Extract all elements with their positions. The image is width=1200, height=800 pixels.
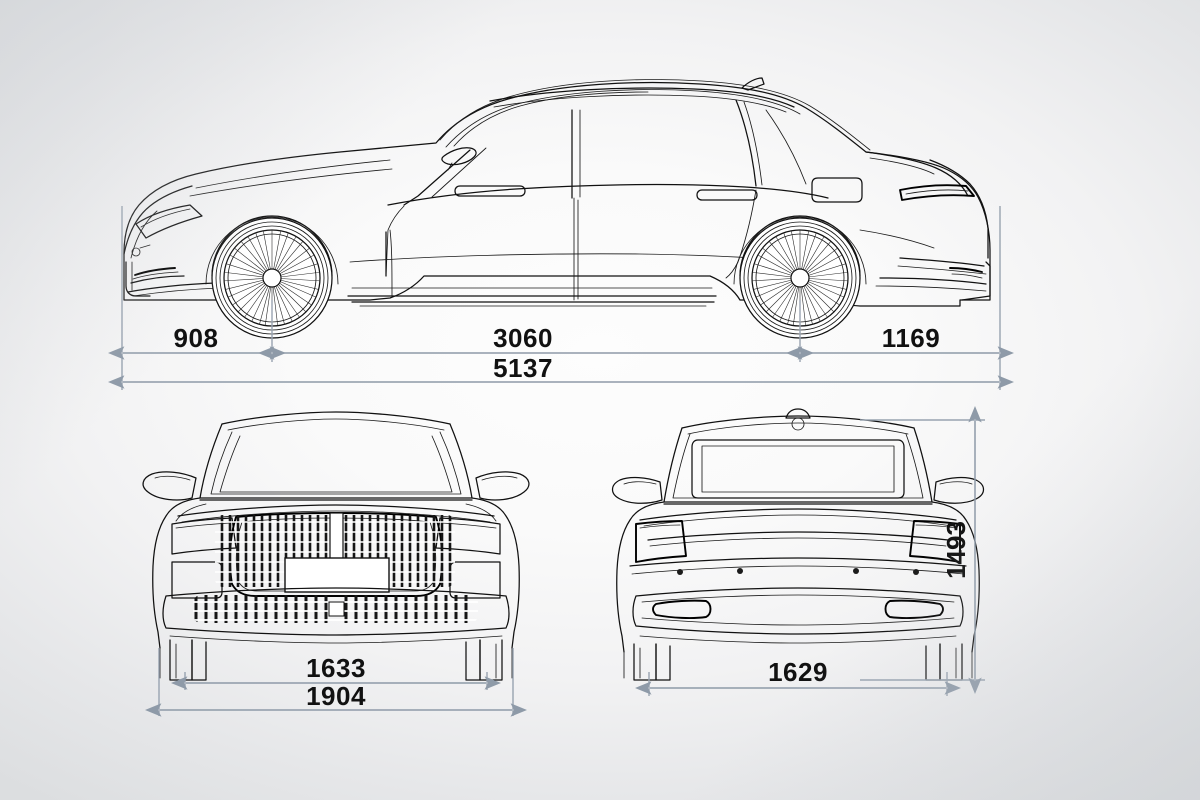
front-grille-mesh (215, 515, 455, 587)
dim-label-rear-overhang: 1169 (882, 323, 940, 353)
front-lower-intake-mesh (193, 595, 478, 623)
rear-wheel-spokes (752, 230, 848, 326)
dim-label-front-track: 1633 (306, 653, 366, 683)
rear-view-car (611, 408, 985, 681)
dim-label-overall-height: 1493 (941, 521, 971, 579)
front-view-car (142, 411, 530, 681)
dim-label-overall-width: 1904 (306, 681, 366, 711)
front-view-dimensions: 1633 1904 (145, 648, 527, 717)
rear-view-dimensions: 1629 1493 (635, 406, 985, 696)
side-view-car (123, 77, 991, 339)
dim-label-wheelbase: 3060 (493, 323, 553, 353)
front-wheel-spokes (224, 230, 320, 326)
dim-label-rear-track: 1629 (768, 657, 828, 687)
dim-label-front-overhang: 908 (174, 323, 219, 353)
dim-label-overall-length: 5137 (493, 353, 553, 383)
side-view-dimensions: 908 3060 1169 5137 (108, 206, 1014, 390)
